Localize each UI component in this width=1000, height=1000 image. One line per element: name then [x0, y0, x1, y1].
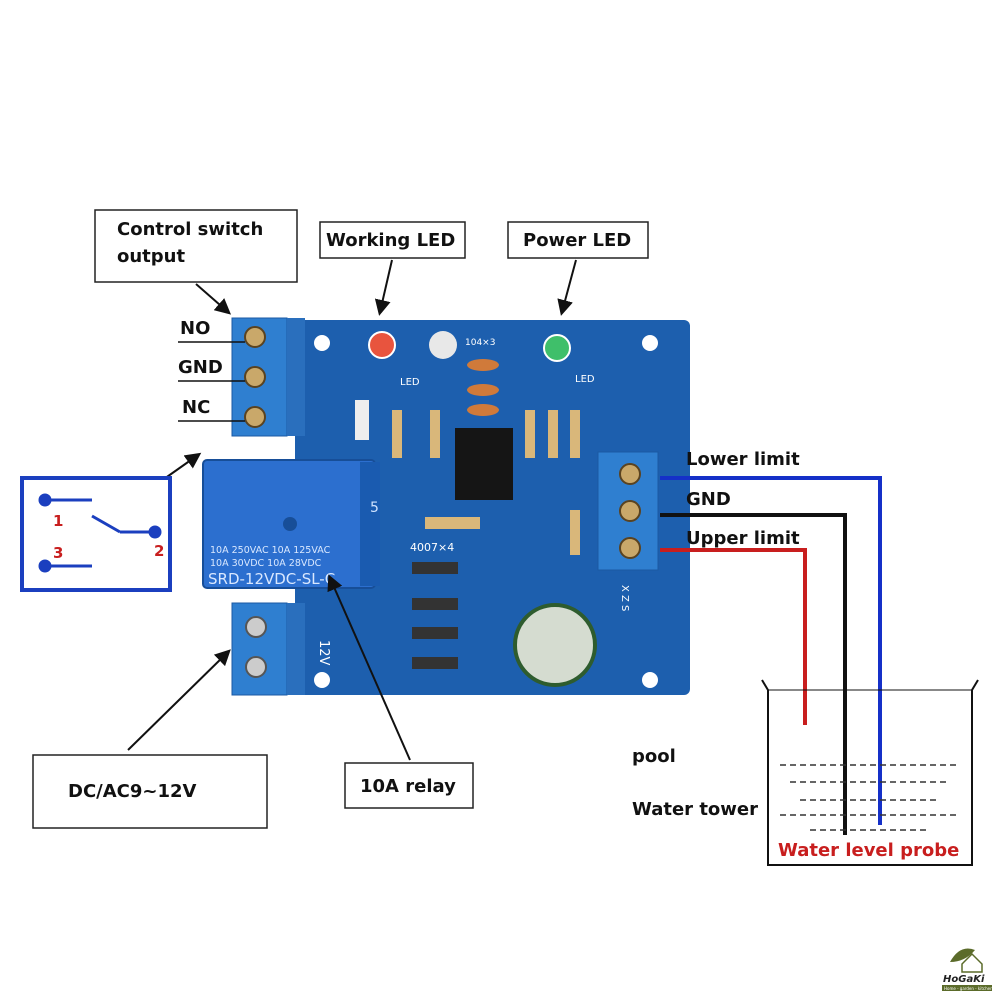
svg-text:3: 3 [53, 544, 63, 562]
svg-text:10A 250VAC 10A 125VAC: 10A 250VAC 10A 125VAC [210, 545, 331, 556]
capacitor [513, 603, 597, 687]
gnd-left-label: GND [178, 357, 223, 378]
water-level-probe-label: Water level probe [778, 840, 959, 861]
water-tank [761, 679, 979, 866]
svg-text:1: 1 [53, 512, 63, 530]
relay-component: 5 10A 250VAC 10A 125VAC 10A 30VDC 10A 28… [202, 459, 380, 589]
pcb-board: 5 10A 250VAC 10A 125VAC 10A 30VDC 10A 28… [202, 317, 690, 696]
lower-limit-label: Lower limit [686, 449, 800, 470]
working-led-label: Working LED [319, 221, 466, 259]
output-terminal-block [231, 317, 305, 437]
control-switch-output-label: Control switch output [94, 209, 298, 283]
svg-text:4007×4: 4007×4 [410, 541, 454, 554]
svg-text:12V: 12V [316, 640, 331, 666]
svg-text:Working LED: Working LED [326, 230, 455, 251]
pool-label: pool [632, 746, 676, 767]
no-label: NO [180, 318, 210, 339]
svg-text:10A 30VDC 10A 28VDC: 10A 30VDC 10A 28VDC [210, 558, 322, 569]
svg-text:SRD-12VDC-SL-C: SRD-12VDC-SL-C [208, 570, 335, 588]
svg-text:Control switch: Control switch [117, 219, 263, 240]
nc-label: NC [182, 397, 210, 418]
diodes [412, 562, 458, 669]
svg-text:104×3: 104×3 [465, 338, 495, 348]
probe-wires [660, 476, 882, 835]
relay-label: 10A relay [344, 762, 474, 809]
svg-text:X Z S: X Z S [619, 585, 630, 611]
water-tower-label: Water tower [632, 799, 758, 820]
svg-text:DC/AC9~12V: DC/AC9~12V [68, 781, 197, 802]
power-input-label: DC/AC9~12V [32, 754, 268, 829]
probe-terminal-block: X Z S [597, 451, 659, 611]
hogaki-logo: HoGaKi Home - garden - kitchen [942, 948, 993, 991]
working-led: LED [368, 331, 420, 388]
switch-schematic: 1 2 3 [20, 476, 172, 592]
upper-limit-label: Upper limit [686, 528, 800, 549]
ic-chip [455, 428, 513, 500]
power-led-label: Power LED [507, 221, 649, 259]
svg-text:10A relay: 10A relay [360, 776, 456, 797]
svg-text:LED: LED [575, 374, 595, 385]
power-terminal-block: 12V [231, 602, 331, 696]
svg-text:HoGaKi: HoGaKi [943, 974, 985, 985]
svg-text:Home - garden - kitchen: Home - garden - kitchen [944, 986, 993, 991]
svg-text:5: 5 [370, 500, 379, 516]
potentiometer [429, 331, 457, 359]
svg-text:Power LED: Power LED [523, 230, 631, 251]
svg-text:LED: LED [400, 377, 420, 388]
svg-text:2: 2 [154, 542, 164, 560]
gnd-right-label: GND [686, 489, 731, 510]
svg-text:output: output [117, 246, 185, 267]
power-led: LED [543, 334, 595, 385]
